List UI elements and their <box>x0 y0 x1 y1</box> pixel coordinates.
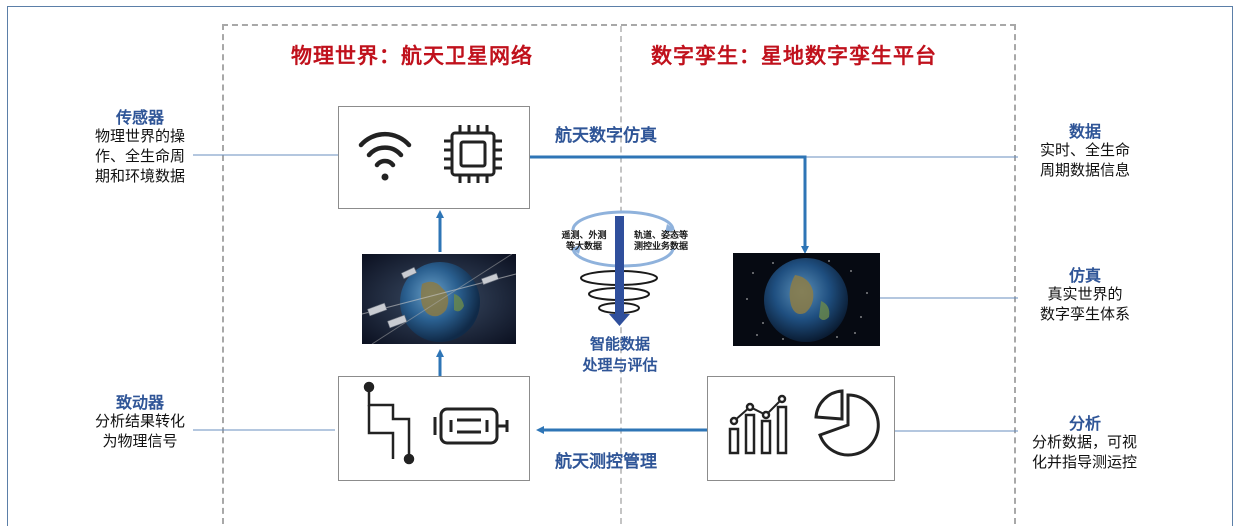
space-tt-c-label: 航天测控管理 <box>555 452 657 472</box>
digital-twin-earth-image <box>733 253 880 346</box>
analysis-icons <box>728 389 880 457</box>
motor-icon <box>433 407 509 445</box>
sim-title: 仿真 <box>1068 266 1101 285</box>
top-flow-arrow <box>530 155 809 254</box>
intelligent-processing-label: 智能数据处理与评估 <box>582 335 658 374</box>
bar-chart-icon <box>728 394 788 455</box>
sensor-desc: 物理世界的操作、全生命周期和环境数据 <box>94 127 185 185</box>
down-arrow-shaft <box>615 216 624 316</box>
sensor-icons <box>358 125 502 183</box>
digital-twin-header: 数字孪生：星地数字孪生平台 <box>651 44 937 68</box>
analysis-box <box>707 376 895 481</box>
top-cycle-arrow <box>571 210 675 231</box>
analysis-desc: 分析数据，可视化并指导测运控 <box>1031 433 1137 471</box>
orbit-note: 轨道、姿态等测控业务数据 <box>633 231 688 252</box>
analysis-title: 分析 <box>1068 414 1101 433</box>
circuit-icon <box>363 381 415 465</box>
satellite-earth-image <box>362 254 516 344</box>
sensor-title: 传感器 <box>115 108 164 127</box>
actuator-desc: 分析结果转化为物理信号 <box>94 412 185 450</box>
dashed-region <box>222 24 1016 524</box>
data-cycle-graphic <box>571 210 675 326</box>
telemetry-note: 遥测、外测等大数据 <box>561 231 607 252</box>
sensor-box <box>338 106 530 209</box>
actuator-title: 致动器 <box>115 393 164 412</box>
wifi-icon <box>358 131 412 181</box>
sim-desc: 真实世界的数字孪生体系 <box>1039 285 1130 323</box>
data-desc: 实时、全生命周期数据信息 <box>1039 141 1130 179</box>
pie-chart-icon <box>814 389 880 457</box>
outer-frame <box>7 6 1233 526</box>
physical-world-header: 物理世界：航天卫星网络 <box>291 44 533 68</box>
space-digital-sim-label: 航天数字仿真 <box>555 126 657 146</box>
actuator-icons <box>363 381 509 465</box>
data-title: 数据 <box>1068 122 1101 141</box>
chip-icon <box>444 125 502 183</box>
actuator-box <box>338 376 530 481</box>
down-arrow-head <box>609 314 630 326</box>
